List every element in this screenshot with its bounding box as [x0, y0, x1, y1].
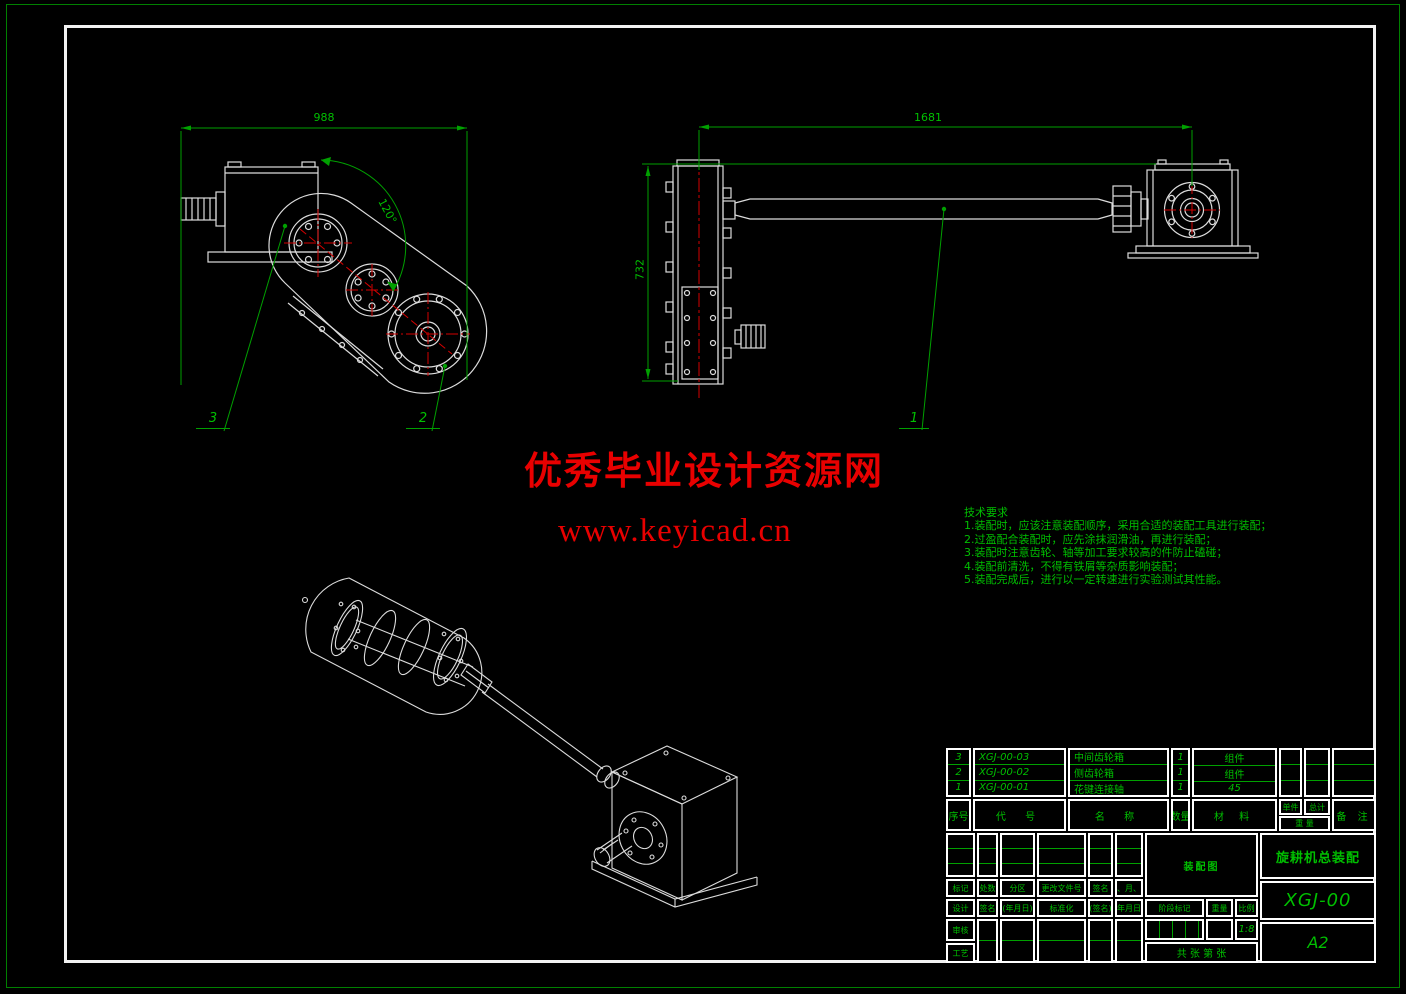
header-total-weight: 总计 [1304, 799, 1330, 815]
scale-value-cell: 1:8 [1235, 919, 1258, 940]
side-view-dimensions [180, 125, 468, 432]
blade-discs [330, 599, 468, 687]
label-count: 处数 [977, 879, 998, 897]
side-gearbox-base [207, 251, 333, 263]
spline-stub [460, 663, 493, 694]
tech-item: 3.装配时注意齿轮、轴等加工要求较高的件防止磕碰； [964, 546, 1228, 560]
balloon-3: 3 [196, 412, 230, 429]
drawing-type-cell: 装配图 [1145, 833, 1258, 897]
side-view-centerlines [284, 209, 470, 376]
side-gearbox-body [224, 166, 319, 253]
isometric-view [301, 577, 758, 908]
cover-plate [681, 286, 719, 380]
parts-col-material: 组件 组件 45 [1192, 748, 1277, 797]
header-qty: 数量 [1171, 799, 1190, 831]
tech-item: 5.装配完成后，进行以一定转速进行实验测试其性能。 [964, 573, 1228, 587]
drawing-number-cell: XGJ-00 [1260, 881, 1376, 920]
drawing-frame [64, 25, 1376, 963]
parts-col-qty: 1 1 1 [1171, 748, 1190, 797]
technical-requirements: 技术要求 1.装配时，应该注意装配顺序，采用合适的装配工具进行装配； 2.过盈配… [964, 506, 1272, 586]
label-date: 年、月、日 [1115, 879, 1143, 897]
iso-shaft [487, 683, 604, 770]
dimension-988: 988 [313, 111, 335, 124]
audit-empty-cell [1088, 919, 1113, 963]
outer-green-border [6, 4, 1400, 988]
sheet-count-cell: 共 张 第 张 [1145, 942, 1258, 963]
stage-mark-cell [1145, 919, 1204, 940]
front-view-dimensions [642, 124, 1193, 431]
connecting-shaft [722, 198, 1113, 220]
weight-value-cell [1206, 919, 1233, 940]
label-weight: 重量 [1206, 899, 1233, 917]
header-unit-weight: 单件 [1279, 799, 1302, 815]
revision-empty-cell [946, 833, 975, 877]
drawing-title-cell: 旋耕机总装配 [1260, 833, 1376, 879]
label-signature: 签名 [1088, 879, 1113, 897]
label-mark: 标记 [946, 879, 975, 897]
front-view-centerlines [698, 155, 1220, 398]
side-gearbox-front [665, 159, 766, 385]
label-scale: 比例 [1235, 899, 1258, 917]
title-block: 3 2 1 XGJ-00-03 XGJ-00-02 XGJ-00-01 中间齿轮… [946, 748, 1376, 963]
revision-empty-cell [977, 833, 998, 877]
label-audit: 审核 [946, 919, 975, 941]
watermark-site-name: 优秀毕业设计资源网 [524, 451, 885, 493]
tech-item: 1.装配时，应该注意装配顺序，采用合适的装配工具进行装配； [964, 519, 1272, 533]
balloon-1: 1 [899, 412, 929, 429]
drum-tube [355, 619, 474, 668]
label-design: 设计 [946, 899, 975, 917]
tech-title: 技术要求 [964, 506, 1008, 519]
leader-1-line [921, 208, 945, 431]
parts-col-remark-rows [1332, 748, 1376, 797]
label-std-date: (年月日) [1115, 899, 1143, 917]
front-view [665, 159, 1259, 385]
label-stage-mark: 阶段标记 [1145, 899, 1204, 917]
chain-case-outline [268, 192, 488, 394]
header-weight: 重 量 [1279, 816, 1330, 831]
header-material: 材 料 [1192, 799, 1277, 831]
tech-item: 2.过盈配合装配时，应先涂抹润滑油，再进行装配； [964, 532, 1217, 546]
dimension-1681: 1681 [914, 111, 942, 124]
coupling [1112, 185, 1149, 233]
revision-empty-cell [1088, 833, 1113, 877]
label-design-sign: (签名) [977, 899, 998, 917]
label-zone: 分区 [1000, 879, 1035, 897]
header-no: 序号 [946, 799, 971, 831]
audit-empty-cell [1115, 919, 1143, 963]
audit-empty-cell [1000, 919, 1035, 963]
header-code: 代 号 [973, 799, 1066, 831]
balloon-2: 2 [406, 412, 440, 429]
leader-2-line [431, 365, 446, 432]
revision-empty-cell [1037, 833, 1086, 877]
label-std-sign: (签名) [1088, 899, 1113, 917]
revision-empty-cell [1000, 833, 1035, 877]
output-spline [740, 324, 766, 349]
parts-col-name: 中间齿轮箱 侧齿轮箱 花键连接轴 [1068, 748, 1169, 797]
header-remark: 备 注 [1332, 799, 1376, 831]
parts-col-unitweight [1279, 748, 1302, 797]
tiller-drum-housing [305, 577, 483, 715]
tech-item: 4.装配前清洗，不得有铁屑等杂质影响装配； [964, 559, 1184, 573]
watermark-site-url: www.keyicad.cn [558, 513, 792, 549]
label-design-date: (年月日) [1000, 899, 1035, 917]
iso-flange [618, 811, 668, 865]
label-process: 工艺 [946, 943, 975, 963]
leader-3-line [223, 225, 286, 432]
audit-empty-cell [1037, 919, 1086, 963]
iso-gearbox [591, 745, 758, 908]
side-gearbox-view [180, 161, 488, 394]
dimension-732: 732 [633, 259, 647, 280]
label-standardize: 标准化 [1037, 899, 1086, 917]
parts-col-no: 3 2 1 [946, 748, 971, 797]
parts-col-totalweight [1304, 748, 1330, 797]
angle-arc-120 [320, 159, 407, 292]
label-change-file: 更改文件号 [1037, 879, 1086, 897]
sheet-size-cell: A2 [1260, 922, 1376, 963]
revision-empty-cell [1115, 833, 1143, 877]
wheel-gearbox [1127, 159, 1259, 259]
header-name: 名 称 [1068, 799, 1169, 831]
audit-empty-cell [977, 919, 998, 963]
parts-col-code: XGJ-00-03 XGJ-00-02 XGJ-00-01 [973, 748, 1066, 797]
